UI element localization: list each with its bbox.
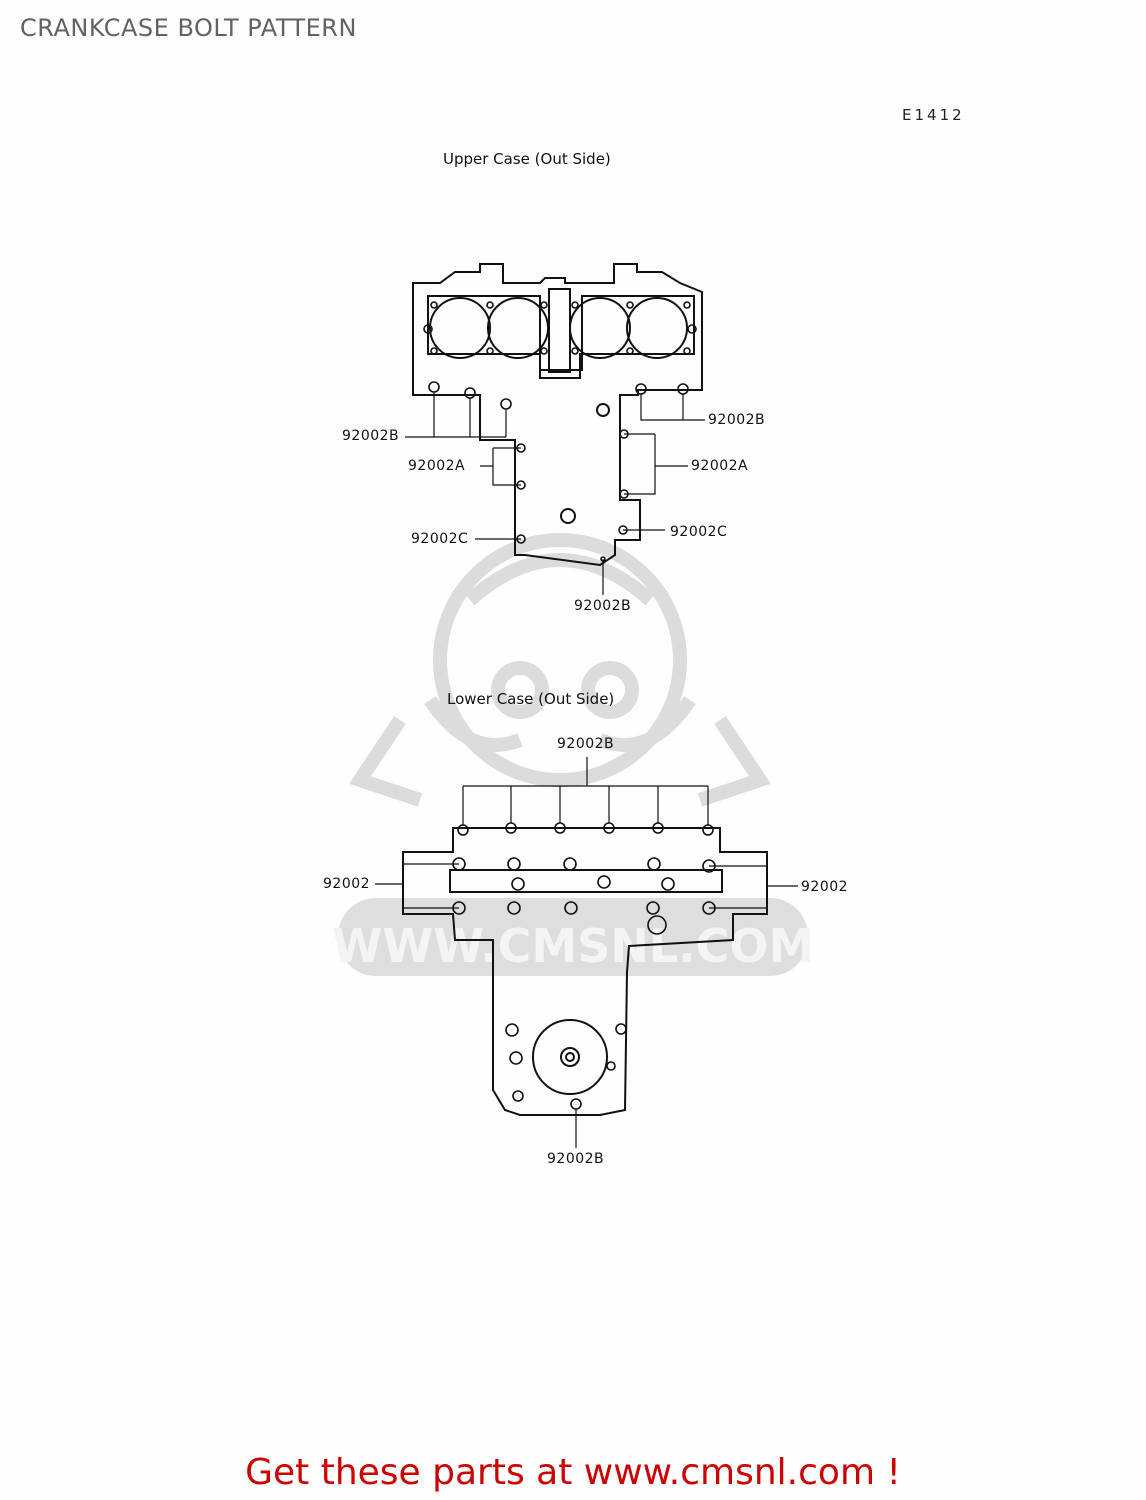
callout-92002a: 92002A bbox=[408, 458, 466, 474]
callout-92002b: 92002B bbox=[574, 598, 632, 614]
callout-92002b: 92002B bbox=[547, 1151, 605, 1167]
callout-92002b: 92002B bbox=[708, 412, 766, 428]
page-title: CRANKCASE BOLT PATTERN bbox=[20, 14, 357, 42]
upper-case-drawing bbox=[405, 263, 705, 595]
callout-92002b: 92002B bbox=[342, 428, 400, 444]
callout-92002c: 92002C bbox=[411, 531, 469, 547]
watermark-text: WWW.CMSNL.COM bbox=[332, 919, 815, 973]
cmsnl-link[interactable]: Get these parts at www.cmsnl.com ! bbox=[245, 1452, 901, 1493]
lower-case-drawing bbox=[375, 757, 798, 1148]
diagram-code: E1412 bbox=[902, 106, 965, 124]
callout-92002b: 92002B bbox=[557, 736, 615, 752]
callout-92002c: 92002C bbox=[670, 524, 728, 540]
watermark-logo bbox=[349, 533, 771, 807]
callout-92002: 92002 bbox=[801, 879, 849, 895]
watermark-banner bbox=[338, 898, 808, 976]
footer-promo: Get these parts at www.cmsnl.com ! bbox=[0, 1452, 1146, 1493]
lower-case-label: Lower Case (Out Side) bbox=[447, 690, 615, 708]
callout-92002a: 92002A bbox=[691, 458, 749, 474]
upper-case-label: Upper Case (Out Side) bbox=[443, 150, 611, 168]
callout-92002: 92002 bbox=[323, 876, 371, 892]
